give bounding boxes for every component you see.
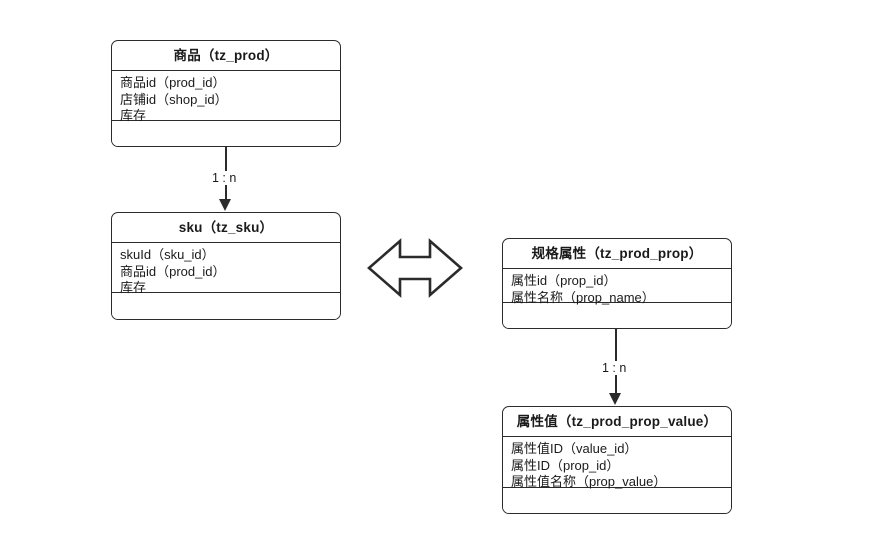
entity-methods-section-tz-sku: [112, 293, 340, 319]
entity-header-tz-prod-prop-value: 属性值（tz_prod_prop_value）: [503, 407, 731, 437]
attribute-row: 商品id（prod_id）: [120, 263, 226, 279]
attribute-row: 属性值名称（prop_value）: [511, 474, 667, 489]
entity-header-tz-prod-prop: 规格属性（tz_prod_prop）: [503, 239, 731, 269]
attribute-row: 属性ID（prop_id）: [511, 457, 620, 473]
attribute-row: 属性值ID（value_id）: [511, 441, 638, 456]
entity-attributes-tz-sku: skuId（sku_id） 商品id（prod_id） 库存: [112, 243, 340, 295]
entity-attributes-tz-prod-prop: 属性id（prop_id） 属性名称（prop_name）: [503, 269, 731, 305]
relation-label-prop-to-propvalue: 1 : n: [600, 361, 629, 375]
attribute-row: 属性名称（prop_name）: [511, 289, 655, 305]
entity-methods-section-tz-prod-prop: [503, 303, 731, 328]
entity-header-tz-sku: sku（tz_sku）: [112, 213, 340, 243]
entity-box-tz-prod-prop-value[interactable]: 属性值（tz_prod_prop_value） 属性值ID（value_id） …: [502, 406, 732, 514]
relation-arrowhead-icon: [219, 199, 232, 211]
attribute-row: 商品id（prod_id）: [120, 75, 226, 90]
attribute-row: skuId（sku_id）: [120, 247, 215, 262]
attribute-row: 店铺id（shop_id）: [120, 91, 228, 107]
double-headed-arrow-svg: [367, 238, 463, 298]
attribute-row: 库存: [120, 280, 147, 295]
entity-box-tz-sku[interactable]: sku（tz_sku） skuId（sku_id） 商品id（prod_id） …: [111, 212, 341, 320]
entity-box-tz-prod-prop[interactable]: 规格属性（tz_prod_prop） 属性id（prop_id） 属性名称（pr…: [502, 238, 732, 329]
entity-box-tz-prod[interactable]: 商品（tz_prod） 商品id（prod_id） 店铺id（shop_id） …: [111, 40, 341, 147]
attribute-row: 库存: [120, 108, 147, 123]
entity-attributes-tz-prod-prop-value: 属性值ID（value_id） 属性ID（prop_id） 属性值名称（prop…: [503, 437, 731, 489]
attribute-row: 属性id（prop_id）: [511, 273, 617, 288]
entity-methods-section-tz-prod: [112, 121, 340, 146]
relation-label-prod-to-sku: 1 : n: [210, 171, 239, 185]
entity-attributes-tz-prod: 商品id（prod_id） 店铺id（shop_id） 库存: [112, 71, 340, 123]
relation-arrowhead-icon: [609, 393, 622, 405]
entity-header-tz-prod: 商品（tz_prod）: [112, 41, 340, 71]
entity-methods-section-tz-prod-prop-value: [503, 488, 731, 513]
double-headed-arrow-icon: [367, 237, 463, 299]
